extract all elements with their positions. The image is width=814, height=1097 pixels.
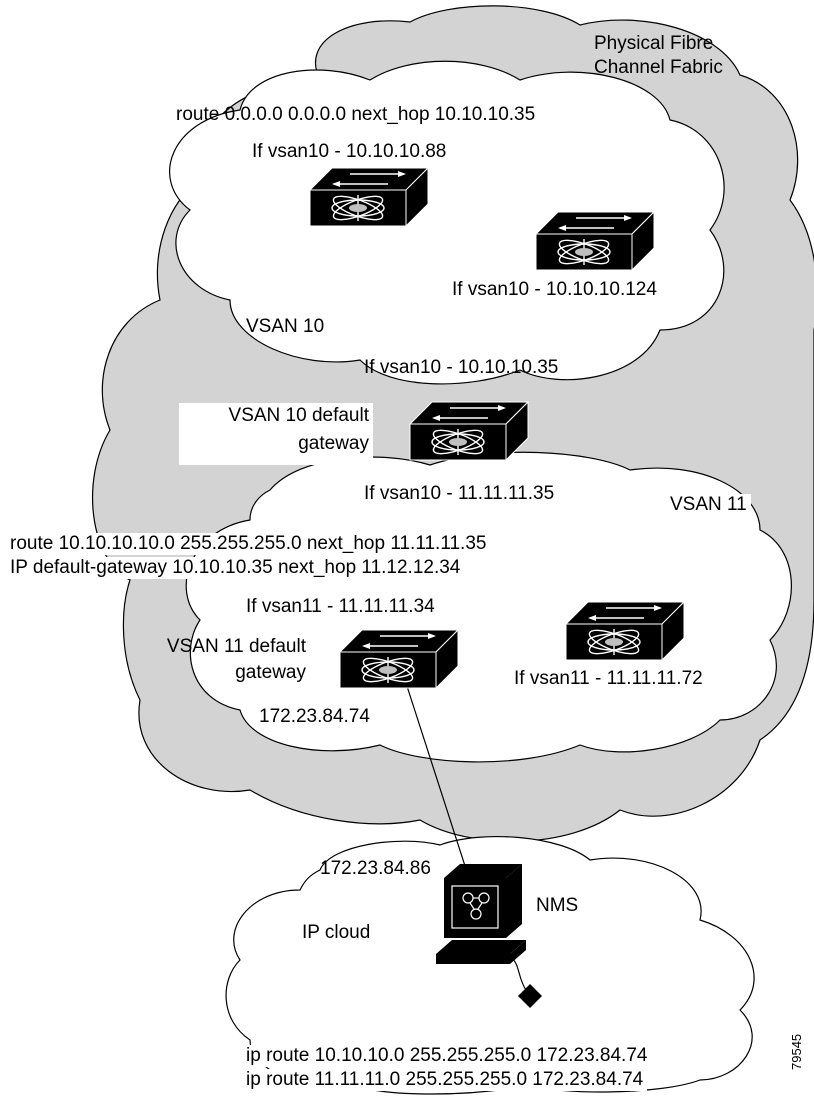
gateway10-switch-icon <box>409 401 529 461</box>
vsan10-switch-a-label: If vsan10 - 10.10.10.88 <box>252 141 447 162</box>
vsan10-name: VSAN 10 <box>246 316 325 337</box>
vsan11-default-gateway: IP default-gateway 10.10.10.35 next_hop … <box>6 557 465 579</box>
figure-id: 79545 <box>789 1033 804 1070</box>
gateway11-label-line1: VSAN 11 default <box>166 636 306 657</box>
vsan11-route: route 10.10.10.10.0 255.255.255.0 next_h… <box>6 533 491 555</box>
ip-route-1: ip route 10.10.10.0 255.255.255.0 172.23… <box>242 1045 652 1067</box>
vsan10-gateway-if-label: If vsan10 - 10.10.10.35 <box>364 357 559 378</box>
gateway11-switch-icon <box>339 629 459 689</box>
fabric-title-line1: Physical Fibre <box>594 33 714 54</box>
fabric-title-line2: Channel Fabric <box>594 57 723 78</box>
switch-icon <box>309 167 429 227</box>
nms-ip: 172.23.84.86 <box>320 858 431 879</box>
gateway10-label-line1: VSAN 10 default <box>228 405 369 426</box>
gateway11-mgmt-ip: 172.23.84.74 <box>255 706 374 728</box>
nms-workstation-icon <box>436 864 542 1008</box>
switch-icon <box>535 211 655 271</box>
vsan11-gateway-if-label: If vsan11 - 11.11.11.34 <box>246 596 435 617</box>
gateway10-label: VSAN 10 default gateway <box>179 403 373 465</box>
switch-icon <box>565 601 685 661</box>
gateway11-label: VSAN 11 default gateway <box>110 636 306 684</box>
gateway10-label-line2: gateway <box>298 433 369 454</box>
vsan10-switch-b-label: If vsan10 - 10.10.10.124 <box>452 279 657 300</box>
gateway11-label-line2: gateway <box>235 662 306 683</box>
vsan10-route: route 0.0.0.0 0.0.0.0 next_hop 10.10.10.… <box>176 104 536 125</box>
vsan10-cloud <box>169 60 725 385</box>
vsan11-switch-label: If vsan11 - 11.11.11.72 <box>510 668 707 690</box>
ip-cloud-name: IP cloud <box>302 922 371 943</box>
nms-label: NMS <box>536 895 579 916</box>
ip-cloud <box>225 835 755 1095</box>
vsan11-name: VSAN 11 <box>666 494 751 516</box>
mgmt-link <box>404 679 477 901</box>
gateway10-vsan11-if-label: If vsan10 - 11.11.11.35 <box>364 483 555 504</box>
ip-route-2: ip route 11.11.11.0 255.255.255.0 172.23… <box>242 1069 648 1091</box>
